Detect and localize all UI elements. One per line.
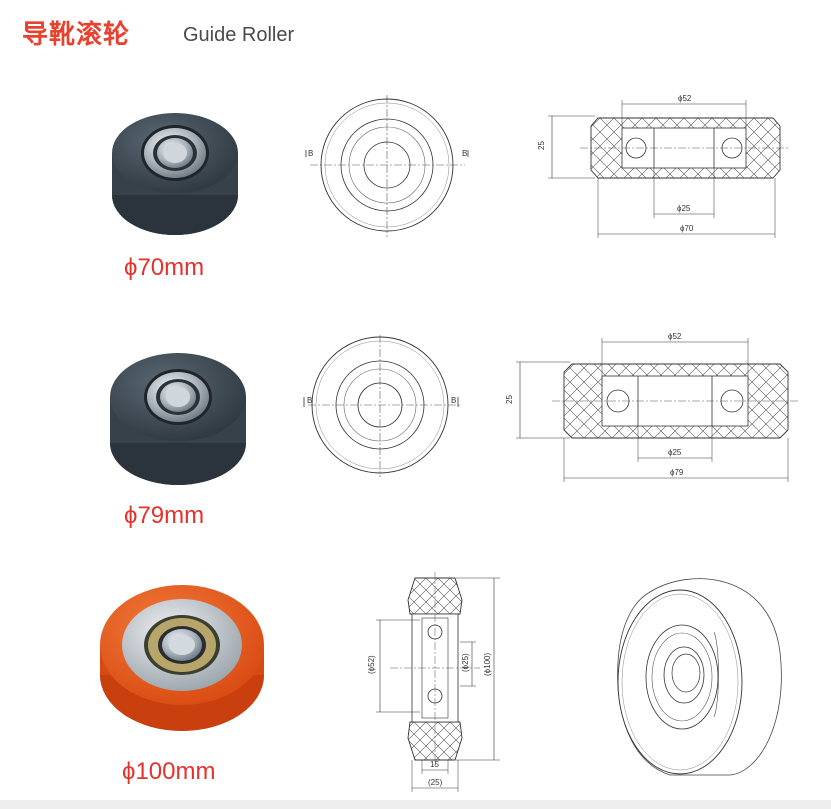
page-title-cn: 导靴滚轮 bbox=[22, 20, 131, 50]
dim-bore-70: ϕ25 bbox=[677, 204, 691, 213]
section-mark-left-79: B bbox=[307, 396, 312, 405]
dim-offset-100: 15 bbox=[430, 760, 439, 769]
dim-bearing-outer-70: ϕ52 bbox=[678, 94, 692, 103]
dim-outer-70: ϕ70 bbox=[680, 224, 694, 233]
isometric-drawing-100 bbox=[617, 578, 782, 776]
dim-outer-79: ϕ79 bbox=[670, 468, 684, 477]
dim-bore-100: (ϕ25) bbox=[461, 653, 470, 672]
section-mark-right-70: B bbox=[462, 149, 467, 158]
dim-bearing-outer-79: ϕ52 bbox=[668, 332, 682, 341]
front-view-drawing-70: B B bbox=[305, 95, 469, 237]
page-title-en: Guide Roller bbox=[183, 24, 295, 46]
roller-photo-100 bbox=[100, 585, 264, 731]
dim-bore-79: ϕ25 bbox=[668, 448, 682, 457]
dim-outer-100: (ϕ100) bbox=[483, 653, 492, 676]
section-mark-right-79: B bbox=[451, 396, 456, 405]
bottom-bar bbox=[0, 800, 831, 809]
dim-width-79: 25 bbox=[505, 395, 514, 404]
section-drawing-70: 25 ϕ52 ϕ25 ϕ70 bbox=[537, 94, 790, 238]
size-label-70: ϕ70mm bbox=[124, 254, 205, 281]
section-mark-left-70: B bbox=[308, 149, 313, 158]
dim-width-70: 25 bbox=[537, 141, 546, 150]
roller-photo-79 bbox=[110, 353, 246, 485]
size-label-79: ϕ79mm bbox=[124, 502, 205, 529]
dim-width-100: (25) bbox=[428, 778, 443, 787]
front-view-drawing-79: B B bbox=[303, 335, 460, 477]
roller-photo-70 bbox=[112, 113, 238, 235]
dim-bearing-outer-100: (ϕ52) bbox=[367, 655, 376, 674]
size-label-100: ϕ100mm bbox=[122, 758, 216, 785]
section-drawing-79: 25 ϕ52 ϕ25 ϕ79 bbox=[505, 332, 798, 482]
section-drawing-100: (ϕ52) (ϕ25) (ϕ100) 15 (25) bbox=[367, 572, 500, 792]
